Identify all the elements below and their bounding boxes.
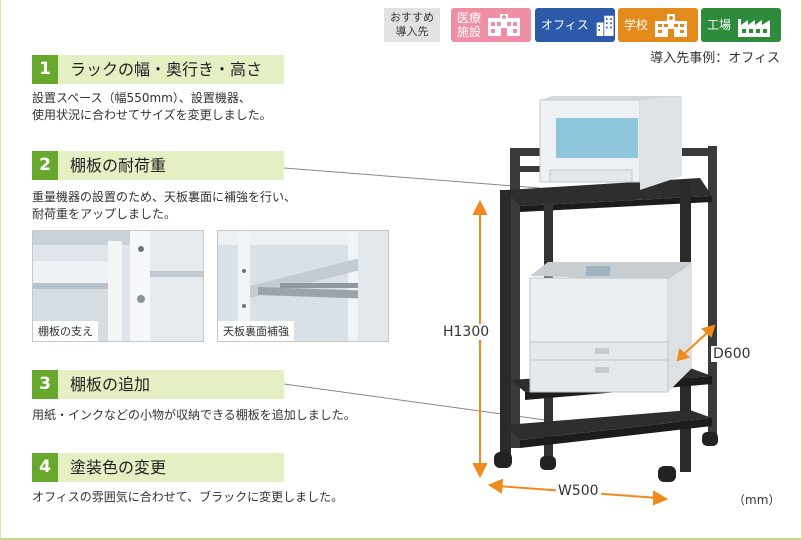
photo-caption-top-reinforcement: 天板裏面補強	[218, 321, 294, 341]
leader-line-2	[283, 167, 541, 189]
school-icon	[655, 14, 688, 37]
tag-office-text: オフィス	[541, 18, 589, 32]
tag-medical-text: 医療 施設	[457, 11, 481, 39]
photo-shelf-support: 棚板の支え	[32, 230, 204, 342]
caster-front-right	[658, 466, 676, 482]
tag-factory: 工場	[701, 8, 781, 42]
photo-caption-shelf-support: 棚板の支え	[33, 321, 98, 341]
recommend-label: おすすめ 導入先	[384, 8, 440, 42]
depth-dimension-arrow	[676, 324, 716, 362]
feature-title-4: 塗装色の変更	[70, 458, 167, 477]
large-printer-handle-2	[595, 367, 609, 373]
feature-number-3: 3	[32, 370, 58, 399]
rack-post-rear-right	[708, 146, 717, 438]
feature-number-4: 4	[32, 453, 58, 482]
caster-rear-right	[702, 432, 718, 446]
feature-number-2: 2	[32, 151, 58, 180]
unit-label: （mm）	[733, 493, 781, 507]
feature-desc-4-line1: オフィスの雰囲気に合わせて、ブラックに変更しました。	[32, 490, 344, 504]
top-reinforcement-illustration	[218, 231, 388, 341]
large-printer-side	[668, 262, 692, 392]
top-shelf	[505, 178, 712, 206]
tag-factory-text: 工場	[707, 18, 732, 32]
tag-medical-line1: 医療	[457, 11, 482, 25]
feature-desc-2-line2: 耐荷重をアップしました。	[32, 207, 177, 221]
large-printer-top	[530, 262, 692, 280]
bottom-shelf-edge	[520, 418, 712, 448]
feature-desc-1: 設置スペース（幅550mm）、設置機器、 使用状況に合わせてサイズを変更しました…	[32, 90, 272, 124]
rack-post-front-left	[500, 190, 511, 458]
hospital-icon	[488, 14, 521, 36]
tag-medical: 医療 施設	[451, 8, 531, 42]
feature-title-1: ラックの幅・奥行き・高さ	[70, 60, 263, 79]
tag-medical-line2: 施設	[457, 25, 482, 39]
office-building-icon	[596, 15, 614, 36]
rack-post-rear-left	[510, 148, 520, 448]
feature-desc-3: 用紙・インクなどの小物が収納できる棚板を追加しました。	[32, 407, 356, 424]
top-printer-side	[640, 96, 682, 190]
top-printer-tray	[549, 169, 633, 183]
top-printer-panel	[556, 118, 638, 158]
feature-number-1: 1	[32, 55, 58, 84]
feature-desc-4: オフィスの雰囲気に合わせて、ブラックに変更しました。	[32, 489, 343, 506]
installation-example: 導入先事例：オフィス	[650, 51, 780, 66]
top-shelf-edge	[520, 196, 712, 212]
rack-upper-rail	[510, 166, 550, 172]
large-printer-screen	[586, 266, 610, 276]
photo-top-reinforcement: 天板裏面補強	[217, 230, 389, 342]
recommend-label-line1: おすすめ	[390, 11, 434, 24]
feature-title-3: 棚板の追加	[70, 375, 151, 394]
large-printer-tray-2	[529, 359, 669, 393]
caster-front-left	[494, 452, 512, 468]
feature-desc-1-line1: 設置スペース（幅550mm）、設置機器、	[32, 91, 251, 105]
feature-heading-3: 3 棚板の追加	[32, 370, 284, 399]
recommend-label-line2: 導入先	[395, 25, 429, 38]
feature-heading-4: 4 塗装色の変更	[32, 453, 284, 482]
factory-icon	[738, 19, 771, 37]
tag-school-text: 学校	[624, 18, 649, 32]
feature-desc-3-line1: 用紙・インクなどの小物が収納できる棚板を追加しました。	[32, 408, 356, 422]
feature-desc-2: 重量機器の設置のため、天板裏面に補強を行い、 耐荷重をアップしました。	[32, 189, 296, 223]
feature-desc-2-line1: 重量機器の設置のため、天板裏面に補強を行い、	[32, 190, 297, 204]
feature-desc-1-line2: 使用状況に合わせてサイズを変更しました。	[32, 108, 272, 122]
caster-mid	[540, 456, 556, 470]
large-printer-body	[529, 277, 669, 343]
feature-heading-2: 2 棚板の耐荷重	[32, 151, 284, 180]
bottom-shelf	[505, 410, 712, 440]
depth-dimension-label: D600	[711, 346, 753, 362]
feature-title-2: 棚板の耐荷重	[70, 156, 167, 175]
tag-school: 学校	[618, 8, 698, 42]
large-printer-handle-1	[595, 348, 609, 354]
width-dimension-label: W500	[556, 483, 601, 499]
height-dimension-label: H1300	[441, 324, 492, 340]
feature-heading-1: 1 ラックの幅・奥行き・高さ	[32, 55, 284, 84]
tag-office: オフィス	[535, 8, 615, 42]
